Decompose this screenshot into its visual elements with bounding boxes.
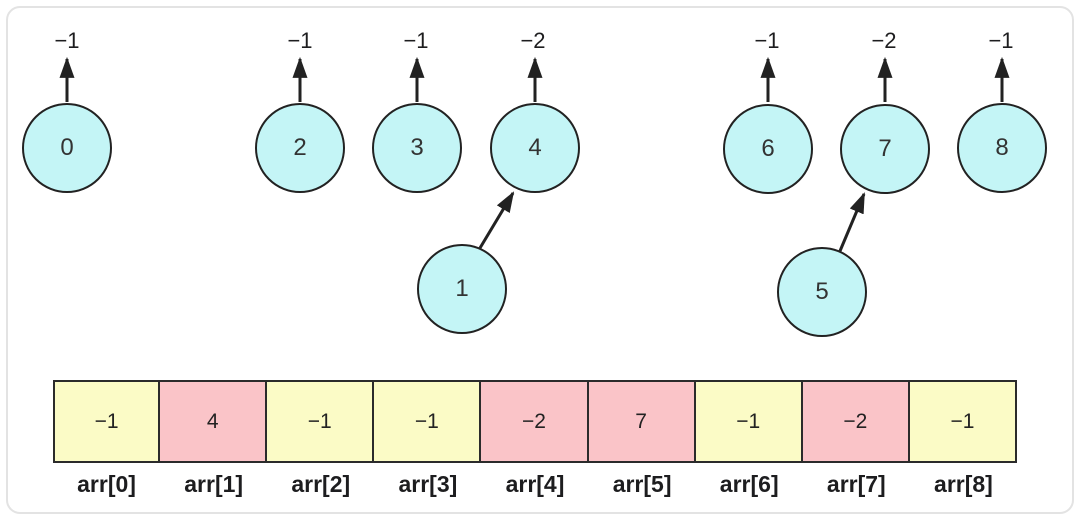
array-cell-1: 4 <box>160 380 268 463</box>
tree-node-2: 2 <box>255 103 345 193</box>
parent-value-label-8: −1 <box>988 28 1014 53</box>
array-cell-3: −1 <box>374 380 482 463</box>
tree-node-4: 4 <box>490 103 580 193</box>
array-index-label-7: arr[7] <box>826 470 886 497</box>
node-id: 6 <box>761 135 775 162</box>
array-index-labels: arr[0] arr[1] arr[2] arr[3] arr[4] arr[5… <box>53 466 1017 502</box>
node-id: 7 <box>878 135 892 162</box>
parent-array: −1 4 −1 −1 −2 7 −1 −2 −1 <box>53 380 1017 463</box>
node-id: 8 <box>995 134 1009 161</box>
array-cell-4: −2 <box>481 380 589 463</box>
array-index-label-3: arr[3] <box>398 470 458 497</box>
tree-node-0: 0 <box>22 103 112 193</box>
array-cell-5: 7 <box>588 380 696 463</box>
array-index-label-6: arr[6] <box>719 470 779 497</box>
parent-value-label-2: −1 <box>287 28 313 53</box>
parent-value-label-7: −2 <box>871 28 897 53</box>
array-cell-8: −1 <box>909 380 1017 463</box>
array-index-label-1: arr[1] <box>184 470 244 497</box>
tree-node-6: 6 <box>723 104 813 194</box>
tree-node-5: 5 <box>777 247 867 337</box>
parent-value-label-0: −1 <box>54 28 80 53</box>
tree-node-3: 3 <box>372 103 462 193</box>
array-cell-0: −1 <box>53 380 161 463</box>
array-index-label-0: arr[0] <box>77 470 136 497</box>
parent-value-label-6: −1 <box>754 28 780 53</box>
array-index-label-2: arr[2] <box>291 470 351 497</box>
node-id: 1 <box>455 275 469 302</box>
edge-arrow-1-to-4 <box>478 191 515 249</box>
node-id: 3 <box>410 134 424 161</box>
array-index-label-4: arr[4] <box>505 470 565 497</box>
node-id: 4 <box>528 134 542 161</box>
array-cell-6: −1 <box>695 380 803 463</box>
parent-value-label-3: −1 <box>403 28 429 53</box>
array-index-label-5: arr[5] <box>612 470 672 497</box>
array-index-label-8: arr[8] <box>934 470 993 497</box>
node-id: 0 <box>60 134 74 161</box>
tree-node-7: 7 <box>840 104 930 194</box>
parent-value-label-4: −2 <box>520 28 546 53</box>
array-cell-2: −1 <box>267 380 375 463</box>
tree-node-1: 1 <box>417 244 507 334</box>
node-id: 2 <box>293 134 307 161</box>
edge-arrow-5-to-7 <box>838 192 866 252</box>
tree-node-8: 8 <box>957 103 1047 193</box>
array-cell-7: −2 <box>802 380 910 463</box>
node-id: 5 <box>815 278 829 305</box>
